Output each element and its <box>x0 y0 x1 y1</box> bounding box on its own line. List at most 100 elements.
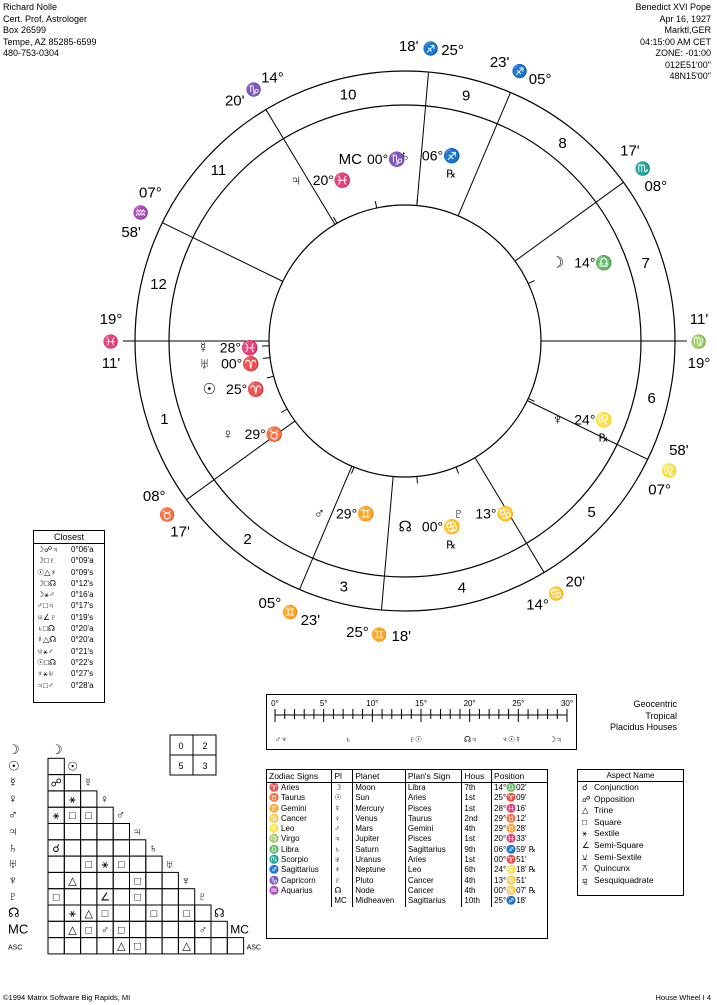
planet-glyph: ☊ <box>399 518 412 535</box>
grid-cell <box>226 937 245 955</box>
grid-row-label: ☽ <box>8 742 20 757</box>
aspect-symbol: △ <box>582 805 589 816</box>
cusp-sign: ♋ <box>548 586 564 601</box>
planet-tick <box>266 375 274 379</box>
cusp-line <box>514 181 624 262</box>
planet-placement: ♅00°♈ <box>199 356 271 373</box>
grid-cell <box>47 937 65 955</box>
cusp-sign: ♊ <box>371 627 387 642</box>
grid-cell <box>161 871 179 890</box>
grid-aspect-symbol: △ <box>68 924 77 936</box>
zodiac-name: Cancer <box>281 813 307 823</box>
grid-aspect-symbol: ♂ <box>101 924 109 936</box>
grid-diag-label: ☽ <box>51 742 63 757</box>
planet-name-cell: Sun <box>352 793 406 804</box>
aspect-orb: 0°21's <box>71 646 94 656</box>
planet-position: 29°♉ <box>245 426 284 443</box>
planet-position: 20°♓ <box>313 172 352 189</box>
subject-name: Benedict XVI Pope <box>635 2 711 12</box>
planet-house-cell: 1st <box>461 793 492 804</box>
planet-sign-cell: Gemini <box>404 824 462 835</box>
planet-name-cell: Mars <box>352 824 406 835</box>
grid-cell <box>47 774 65 792</box>
aspect-pair: ☉△♆ <box>37 567 57 577</box>
zodiac-name: Sagittarius <box>281 865 319 875</box>
grid-row-label: ♄ <box>8 840 18 855</box>
orb-planet-marks: ♆☉☿ <box>502 735 521 744</box>
zodiac-name: Leo <box>281 824 295 834</box>
zodiac-glyph: ♑ <box>269 875 279 885</box>
practitioner-info: Richard Nolle Cert. Prof. Astrologer Box… <box>3 2 97 60</box>
grid-row-label: ☉ <box>8 758 20 773</box>
orb-tick-label: 20° <box>464 699 476 708</box>
cusp-degree: 25° <box>441 42 464 59</box>
planet-tick <box>528 280 535 284</box>
retrograde-mark: ℞ <box>599 433 609 445</box>
closest-row: ☽⚹♂0°16'a <box>34 589 104 600</box>
grid-aspect-symbol: ☌ <box>52 843 59 855</box>
grid-aspect-symbol: ☍ <box>51 778 62 790</box>
planet-glyph-cell: MC <box>331 896 353 907</box>
planet-name-cell: Jupiter <box>352 834 406 845</box>
orb-planet-marks: ☽♃ <box>549 735 562 744</box>
aspect-pair: ♄□☊ <box>37 624 55 634</box>
grid-diag-label: MC <box>230 922 249 936</box>
house-number: 5 <box>587 504 595 521</box>
grid-cell <box>63 806 82 825</box>
closest-row: ☽□☊0°12's <box>34 578 104 589</box>
cusp-degree: 05° <box>529 71 552 88</box>
zodiac-sign-cell: ♈Aries <box>267 783 332 794</box>
closest-row: ♄□☊ 0°20'a <box>34 623 104 634</box>
planet-position-cell: 00°♈51' <box>491 855 547 866</box>
grid-diag-label: ♆ <box>181 873 190 887</box>
planet-glyph: ♆ <box>552 412 563 429</box>
grid-cell <box>96 904 114 922</box>
orb-planet-marks: ♄ <box>345 735 351 744</box>
aspect-symbol: ☍ <box>582 793 591 804</box>
cusp-line <box>474 457 545 573</box>
planet-position-cell: 20°♓33' <box>491 834 547 845</box>
grid-cell <box>161 888 179 906</box>
planet-position: 29°♊ <box>336 505 375 522</box>
grid-cell <box>112 888 130 906</box>
grid-cell <box>63 855 82 873</box>
aspect-name: Conjunction <box>594 782 639 792</box>
aspect-orb: 0°06'a <box>71 545 94 554</box>
cusp-minute: 11' <box>102 355 121 372</box>
zodiac-sign-cell: ♊Gemini <box>267 804 332 814</box>
grid-cell <box>63 871 82 890</box>
planet-glyph: MC <box>339 151 362 168</box>
zodiac-sign-cell: ♏Scorpio <box>267 855 332 865</box>
grid-cell <box>80 806 98 825</box>
cusp-degree: 25° <box>346 624 369 641</box>
col-pl: Pl <box>331 770 353 783</box>
grid-cell <box>112 920 130 939</box>
grid-cell <box>129 904 147 922</box>
col-position: Position <box>491 770 547 783</box>
closest-row: ☽□♇0°09'a <box>34 555 104 566</box>
grid-cell <box>96 839 114 857</box>
grid-aspect-symbol: □ <box>134 892 141 904</box>
cusp-label: 25°♐18' <box>399 38 464 59</box>
grid-cell <box>63 937 82 955</box>
grid-aspect-symbol: ∠ <box>100 892 110 904</box>
orb-tick-label: 25° <box>512 699 524 708</box>
grid-cell <box>112 839 130 857</box>
orb-planet-marks: ☊♃ <box>464 735 477 744</box>
planet-position-cell: 14°♎02' <box>491 782 547 794</box>
cusp-line <box>380 476 394 611</box>
aspect-orb: 0°20'a <box>71 624 94 634</box>
aspect-pair: ☽□♇ <box>37 556 56 566</box>
grid-cell <box>96 920 114 939</box>
grid-diag-label: ☉ <box>67 759 78 773</box>
cusp-label: 14°♑20' <box>225 70 284 110</box>
house-number: 4 <box>458 580 466 597</box>
aspect-pair: ☽□☊ <box>37 578 57 588</box>
planet-position-cell: 29°♊28' <box>491 824 547 835</box>
grid-aspect-symbol: ⚹ <box>69 794 76 806</box>
aspect-pair: ♂□♃ <box>37 601 54 611</box>
grid-aspect-symbol: △ <box>68 875 77 887</box>
